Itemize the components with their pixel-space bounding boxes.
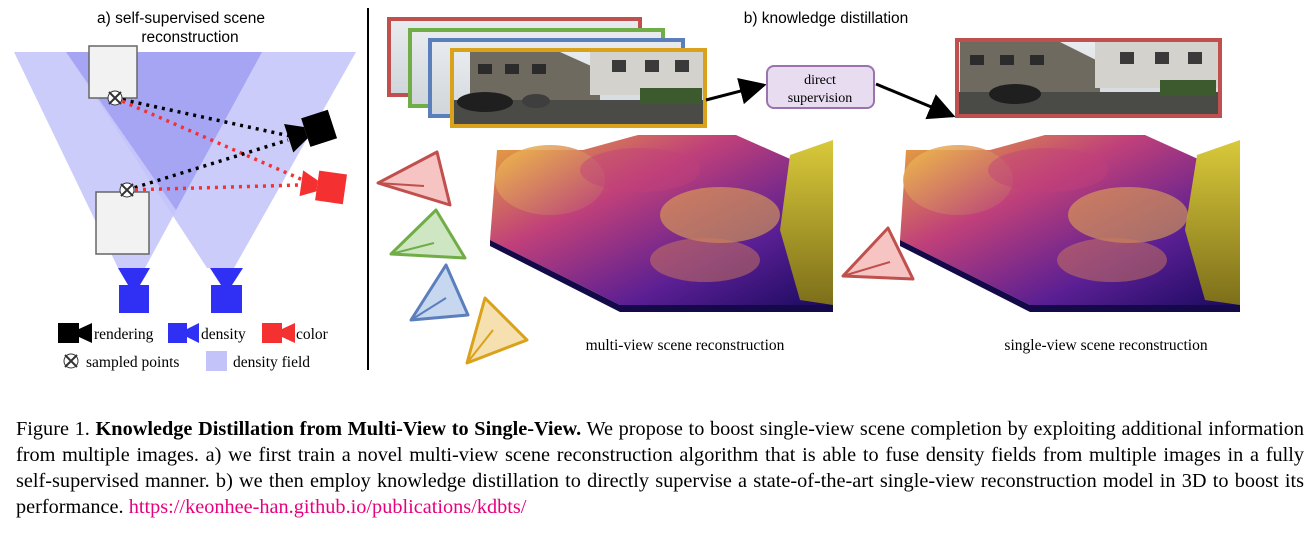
panel-a-title-line2: reconstruction xyxy=(141,29,238,46)
multi-view-reconstruction xyxy=(490,135,833,312)
sampled-point-1 xyxy=(107,90,123,106)
multi-view-label: multi-view scene reconstruction xyxy=(586,337,785,354)
figure-1: a) self-supervised scene reconstruction xyxy=(14,8,1240,371)
single-view-label: single-view scene reconstruction xyxy=(1004,337,1207,354)
arrow-to-supervision xyxy=(705,78,767,105)
legend-color-icon xyxy=(262,323,295,343)
camera-frustum-blue xyxy=(409,263,470,322)
figure-caption: Figure 1. Knowledge Distillation from Mu… xyxy=(16,416,1304,520)
legend-density-field-swatch xyxy=(206,351,227,371)
legend-sampled-points-label: sampled points xyxy=(86,354,179,371)
camera-frustum-orange xyxy=(465,296,529,365)
legend-rendering-label: rendering xyxy=(94,326,154,343)
single-view-camera-frustum xyxy=(841,226,915,281)
ray-black-1 xyxy=(114,96,291,138)
caption-prefix: Figure 1. xyxy=(16,418,90,440)
color-camera xyxy=(299,170,347,205)
caption-body: We propose to boost single-view scene co… xyxy=(16,418,1304,518)
legend-sampled-points-icon xyxy=(63,353,79,369)
panel-b: b) knowledge distillation xyxy=(376,10,1240,365)
image-plane-bottom xyxy=(95,191,150,255)
caption-link[interactable]: https://keonhee-han.github.io/publicatio… xyxy=(128,496,527,518)
density-camera-right xyxy=(210,268,243,313)
panel-b-title: b) knowledge distillation xyxy=(744,10,909,27)
panel-a-title-line1: a) self-supervised scene xyxy=(97,10,265,27)
legend-density-label: density xyxy=(201,326,246,343)
multi-view-cameras xyxy=(376,150,529,365)
legend-rendering-icon xyxy=(58,323,92,343)
supervision-line2: supervision xyxy=(788,91,853,106)
single-view-image xyxy=(955,38,1222,118)
arrow-to-single-view xyxy=(875,82,956,120)
input-image-stack xyxy=(387,17,707,128)
panel-a: a) self-supervised scene reconstruction xyxy=(14,10,356,371)
legend-density-field-label: density field xyxy=(233,354,310,371)
direct-supervision-box: direct supervision xyxy=(766,65,875,109)
camera-frustum-red xyxy=(376,150,452,207)
legend-color-label: color xyxy=(296,326,329,343)
rendering-camera xyxy=(284,109,338,153)
ray-red-2 xyxy=(126,183,301,192)
sampled-point-2 xyxy=(119,182,135,198)
density-camera-left xyxy=(118,268,150,313)
image-plane-top xyxy=(88,45,138,99)
ray-red-1 xyxy=(114,96,304,182)
legend: rendering density color sampled points d… xyxy=(58,323,329,371)
caption-title: Knowledge Distillation from Multi-View t… xyxy=(95,418,582,440)
camera-frustum-green xyxy=(389,208,467,260)
image-frame-orange xyxy=(450,48,707,128)
legend-density-icon xyxy=(168,323,199,343)
single-view-reconstruction xyxy=(900,135,1240,312)
supervision-line1: direct xyxy=(804,73,836,88)
